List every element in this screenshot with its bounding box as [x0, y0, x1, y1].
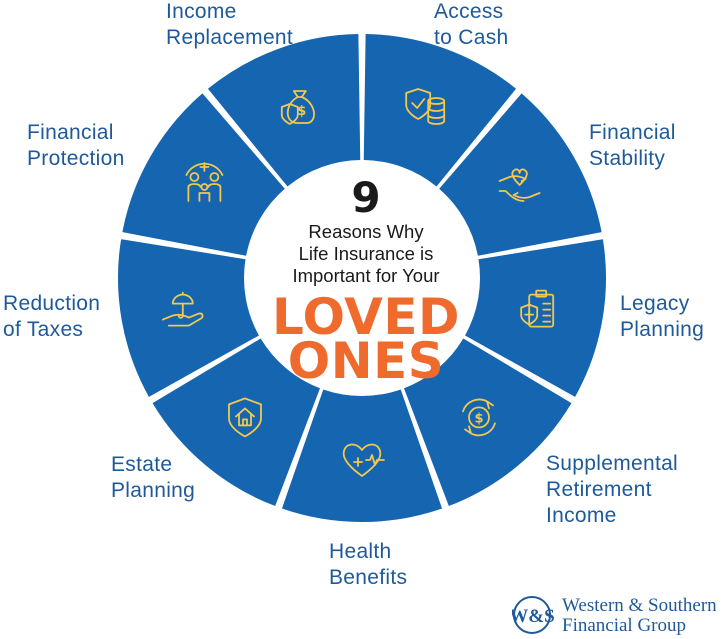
- shield-coins-icon: [405, 88, 446, 125]
- heart-cross-icon: [342, 443, 385, 477]
- brand-name-line-1: Western & Southern: [562, 595, 717, 616]
- svg-text:$: $: [297, 104, 306, 119]
- brand-name-line-2: Financial Group: [562, 615, 687, 636]
- wheel-segment: [439, 93, 602, 256]
- dollar-cycle-icon: $: [462, 398, 496, 437]
- wheel-segment: [207, 34, 361, 187]
- center-circle: [247, 163, 477, 393]
- brand-monogram-icon: W&S: [512, 596, 555, 634]
- wheel-segment: [152, 338, 321, 507]
- hands-heart-icon: [498, 168, 541, 202]
- family-icon: [185, 162, 224, 202]
- wheel-segment: [122, 93, 285, 256]
- house-shield-icon: [228, 397, 262, 438]
- money-bag-shield-icon: $: [280, 90, 315, 125]
- hand-umbrella-icon: [161, 291, 204, 327]
- wheel-segment: [465, 239, 606, 397]
- wheel-segment: [281, 389, 443, 522]
- clipboard-shield-icon: [520, 289, 555, 328]
- brand-logo: W&S Western & Southern Financial Group: [512, 593, 724, 636]
- brand-name: Western & Southern Financial Group: [562, 596, 717, 636]
- brand-monogram-text: W&S: [512, 606, 555, 627]
- svg-text:$: $: [474, 411, 483, 426]
